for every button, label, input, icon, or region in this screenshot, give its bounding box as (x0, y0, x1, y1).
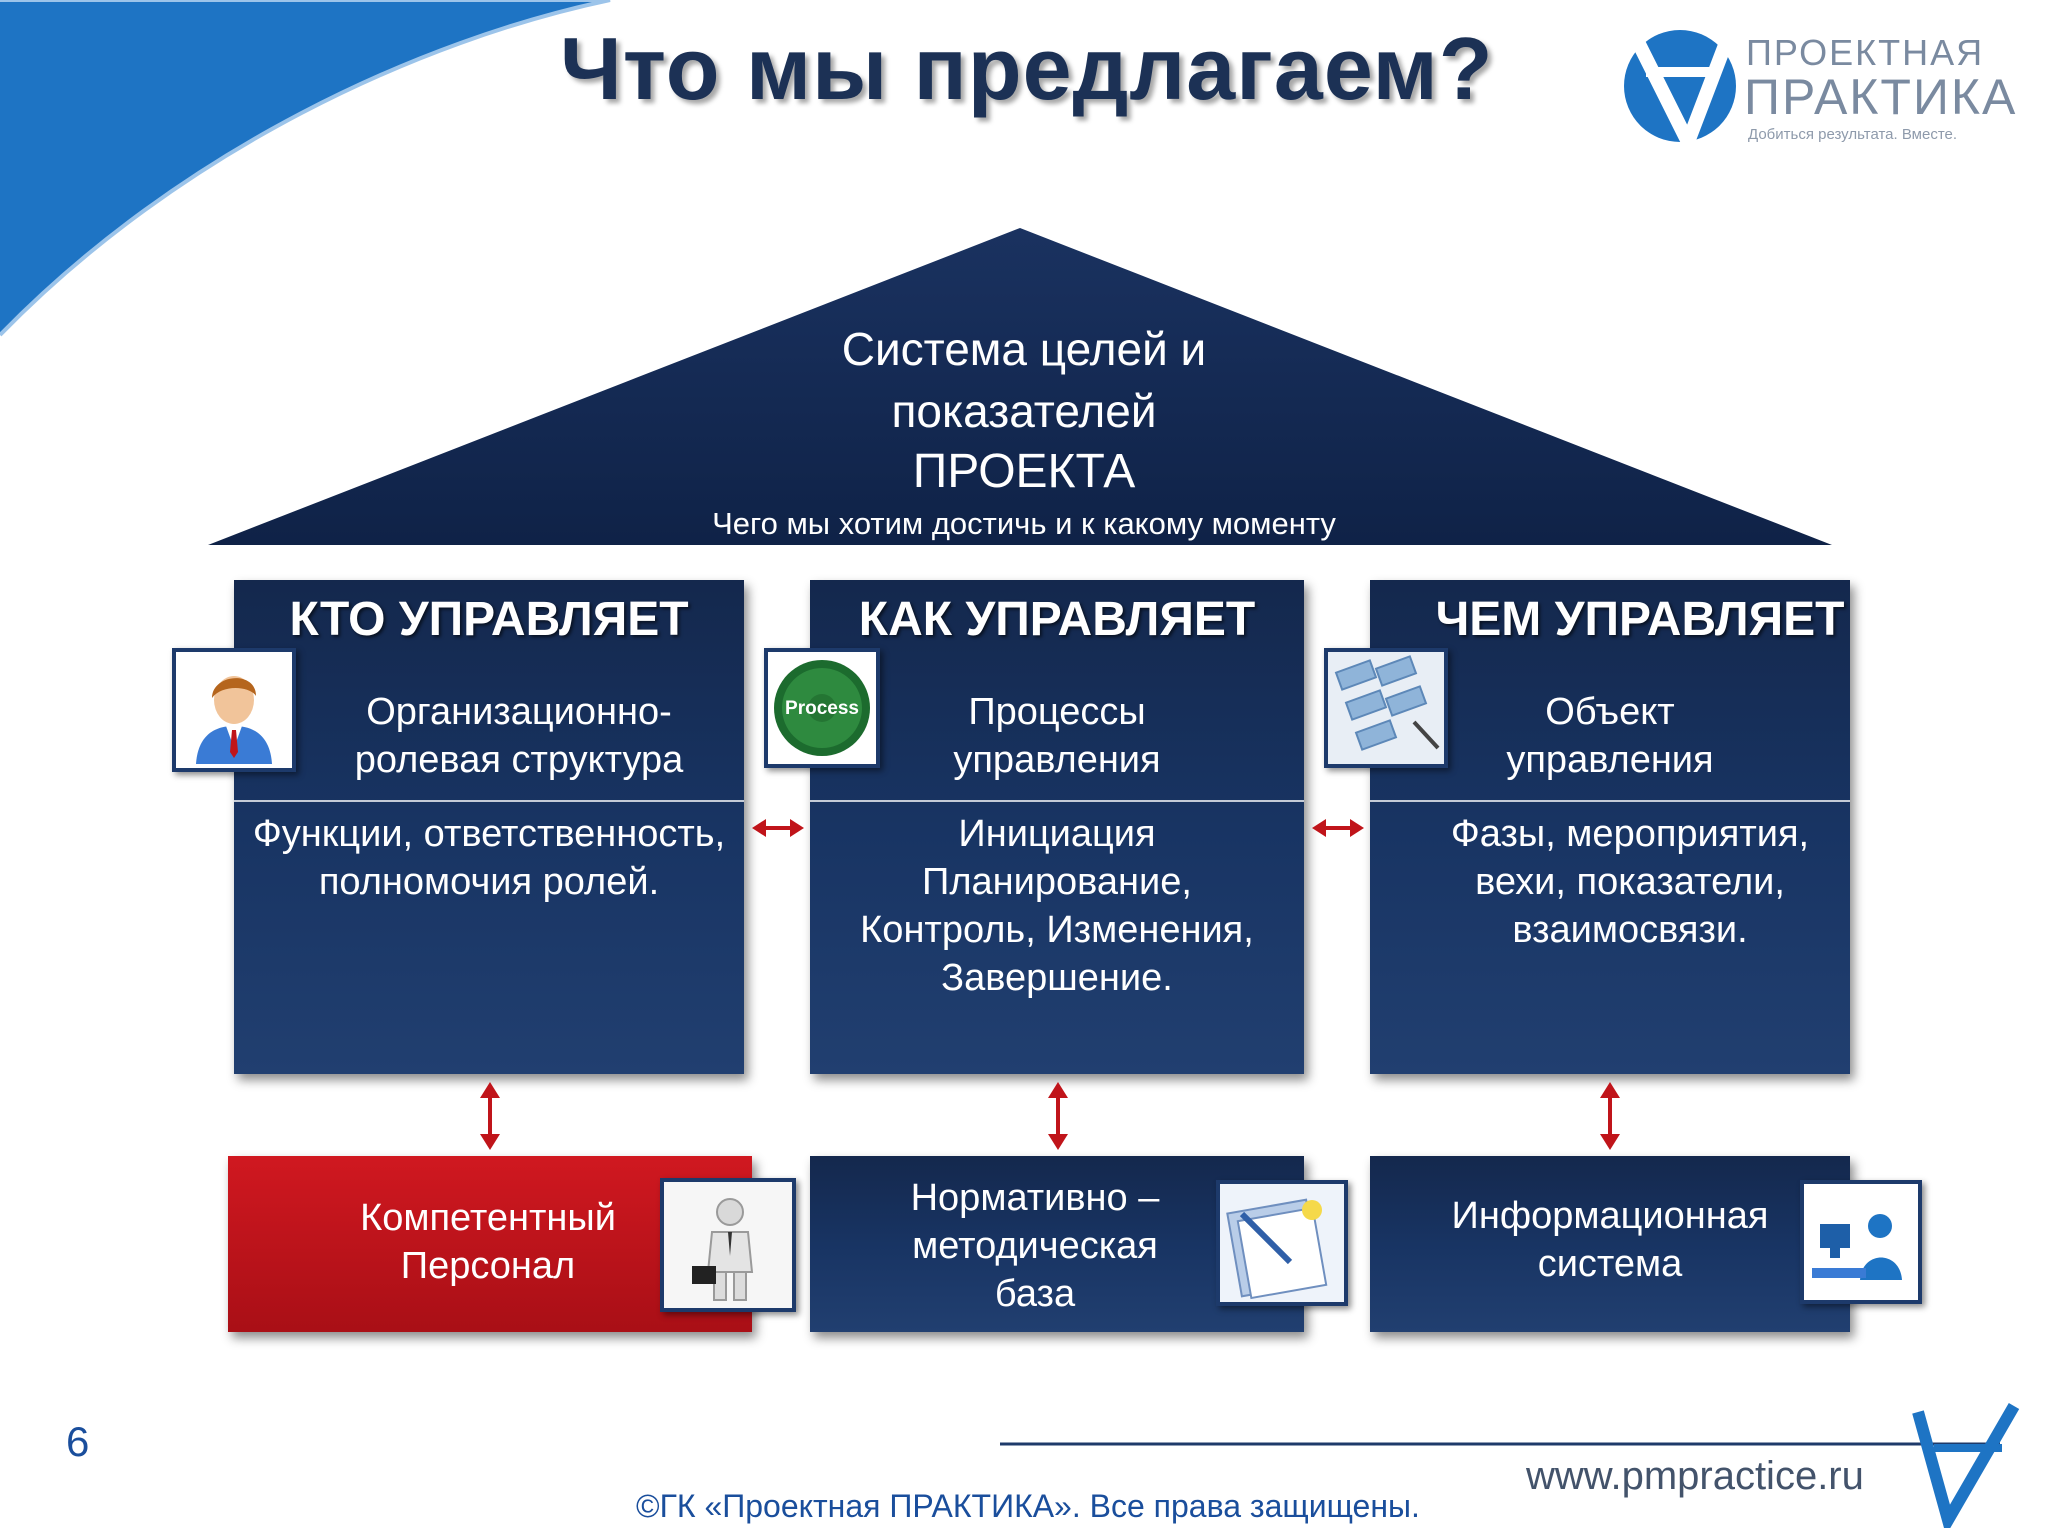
person-briefcase-icon (660, 1178, 796, 1312)
foundation-line: Персонал (400, 1245, 576, 1287)
computer-user-icon (1800, 1180, 1922, 1304)
footer-copyright: ©ГК «Проектная ПРАКТИКА». Все права защи… (636, 1488, 1420, 1524)
businessman-icon (172, 648, 296, 772)
pillar-subtitle: Объект управления (1370, 688, 1850, 784)
pillar-subtitle-line: Организационно- (366, 691, 672, 733)
corner-swoosh (0, 0, 611, 337)
process-label: Process (785, 698, 859, 719)
foundation-info-system: Информационная система (1370, 1156, 1850, 1332)
logo-line1: ПРОЕКТНАЯ (1746, 32, 1985, 73)
pillar-body-line: вехи, показатели, (1475, 861, 1785, 903)
double-arrow-vertical (1600, 1082, 1620, 1150)
pillar-divider (234, 800, 744, 802)
pillar-heading: ЧЕМ УПРАВЛЯЕТ (1435, 593, 1845, 646)
pillar-body: Фазы, мероприятия, вехи, показатели, вза… (1390, 810, 1870, 954)
pillar-subtitle-line: управления (1506, 739, 1714, 781)
pillar-how-manages: КАК УПРАВЛЯЕТ Процессы управления Инициа… (810, 580, 1304, 1074)
pillar-body: Инициация Планирование, Контроль, Измене… (810, 810, 1304, 1002)
pillar-heading: КТО УПРАВЛЯЕТ (289, 593, 689, 646)
foundation-line: Компетентный (360, 1197, 616, 1239)
logo-tagline: Добиться результата. Вместе. (1748, 126, 1958, 143)
logo-line2: ПРАКТИКА (1744, 69, 2018, 125)
footer-line (1000, 1442, 2000, 1446)
pillar-body-line: Инициация (958, 813, 1156, 855)
foundation-text: Компетентный Персонал (228, 1194, 748, 1290)
notepad-pen-icon (1216, 1180, 1348, 1306)
footer-logo-mark-icon (1912, 1402, 2020, 1528)
roof-subtitle: Чего мы хотим достичь и к какому моменту (712, 506, 1336, 541)
double-arrow-vertical (1048, 1082, 1068, 1150)
foundation-text: Нормативно – методическая база (810, 1174, 1260, 1318)
footer-url[interactable]: www.pmpractice.ru (1526, 1454, 1864, 1498)
company-logo: ПРОЕКТНАЯ ПРАКТИКА Добиться результата. … (1618, 22, 2018, 152)
documents-icon (1324, 648, 1448, 768)
pillar-body: Функции, ответственность, полномочия рол… (234, 810, 744, 906)
pillar-body-line: Завершение. (941, 957, 1173, 999)
pillar-who-manages: КТО УПРАВЛЯЕТ Организационно- ролевая ст… (234, 580, 744, 1074)
roof-triangle (208, 228, 1832, 545)
pillar-divider (810, 800, 1304, 802)
page-number: 6 (66, 1418, 90, 1465)
foundation-line: система (1537, 1243, 1683, 1285)
pillar-subtitle: Организационно- ролевая структура (294, 688, 744, 784)
process-gear-icon: Process (764, 648, 880, 768)
pillar-subtitle-line: управления (953, 739, 1161, 781)
pillar-subtitle-line: Объект (1545, 691, 1675, 733)
pillar-subtitle-line: ролевая структура (354, 739, 684, 781)
pillar-body-line: взаимосвязи. (1512, 909, 1748, 951)
page-title: Что мы предлагаем? (560, 19, 1494, 118)
pillar-body-line: полномочия ролей. (318, 861, 660, 903)
foundation-text: Информационная система (1370, 1192, 1850, 1288)
pillar-divider (1370, 800, 1850, 802)
foundation-line: Нормативно – (910, 1177, 1160, 1219)
pillar-body-line: Фазы, мероприятия, (1450, 813, 1810, 855)
pillar-subtitle-line: Процессы (968, 691, 1146, 733)
double-arrow-horizontal (752, 819, 804, 837)
roof-line3: ПРОЕКТА (912, 445, 1136, 498)
foundation-line: методическая (912, 1225, 1158, 1267)
logo-mark-icon (1624, 29, 1737, 147)
pillar-what-manages: ЧЕМ УПРАВЛЯЕТ Объект управления Фазы, ме… (1370, 580, 1850, 1074)
pillar-subtitle: Процессы управления (810, 688, 1304, 784)
double-arrow-vertical (480, 1082, 500, 1150)
pillar-body-line: Функции, ответственность, (252, 813, 726, 855)
pillar-body-line: Контроль, Изменения, (860, 909, 1254, 951)
roof-line2: показателей (891, 385, 1157, 437)
pillar-heading: КАК УПРАВЛЯЕТ (858, 593, 1256, 646)
foundation-line: база (994, 1273, 1076, 1315)
foundation-line: Информационная (1451, 1195, 1769, 1237)
double-arrow-horizontal (1312, 819, 1364, 837)
roof-line1: Система целей и (841, 323, 1207, 375)
pillar-body-line: Планирование, (922, 861, 1192, 903)
